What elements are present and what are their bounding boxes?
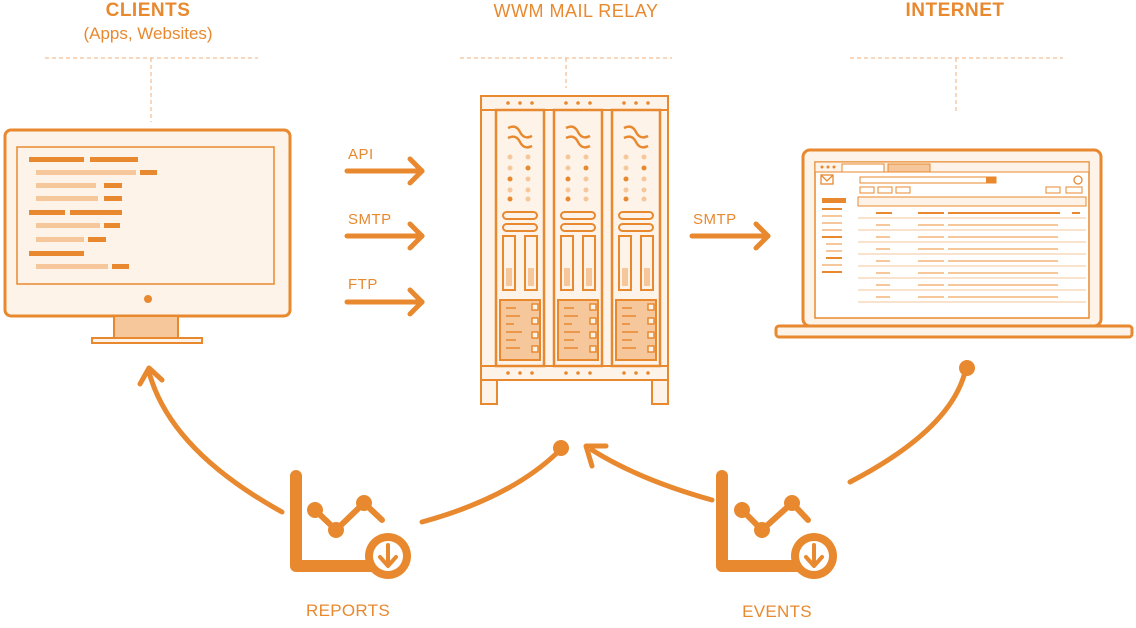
api-label: API [348,146,374,163]
server-unit [494,101,546,375]
header-dividers [45,57,1063,122]
internet-feedback-dot [959,360,975,376]
smtp-out-label: SMTP [693,211,737,228]
smtp-in-label: SMTP [348,211,392,228]
reports-chart-icon [290,470,411,579]
clients-subtitle: (Apps, Websites) [83,24,213,43]
feedback-flows [137,365,968,525]
laptop-mail-icon [774,148,1134,339]
reports-to-relay-curve [419,449,561,525]
events-to-relay-curve [589,447,715,503]
relay-arrowhead [583,443,609,469]
events-label: EVENTS [742,602,812,621]
reports-label: REPORTS [306,601,390,620]
server-unit-2 [552,99,604,377]
internet-title: INTERNET [905,0,1005,21]
relay-title: WWM MAIL RELAY [493,1,659,21]
server-rack-icon [480,95,669,405]
server-unit-3 [610,99,662,377]
relay-feedback-dot [553,440,569,456]
internet-to-events-curve [847,369,968,485]
reports-to-clients-curve [146,369,285,515]
clients-title: CLIENTS [105,0,191,21]
ftp-label: FTP [348,276,378,293]
events-chart-icon [716,470,837,579]
desktop-monitor-icon [3,128,292,344]
clients-arrowhead [137,365,165,387]
input-arrows [344,156,771,317]
